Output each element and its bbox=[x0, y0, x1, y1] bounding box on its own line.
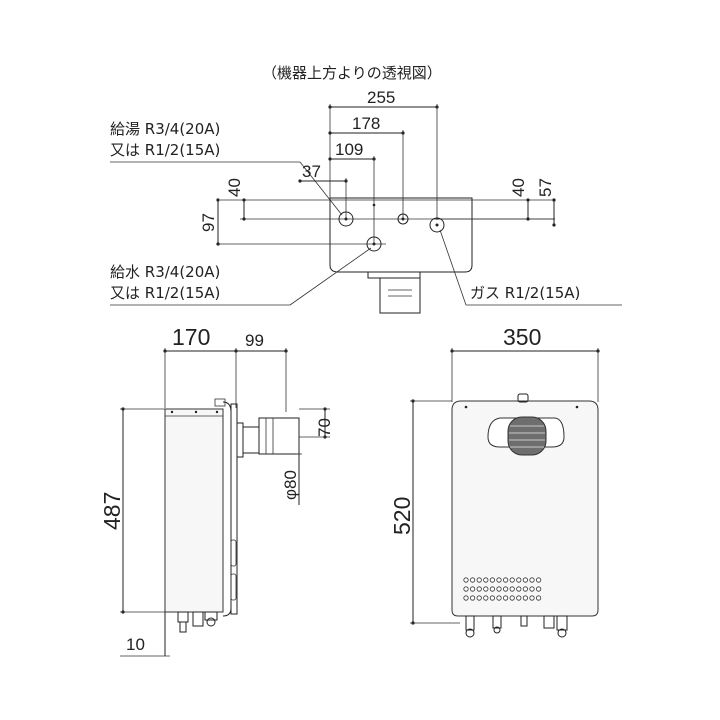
vent-hole bbox=[522, 577, 529, 583]
vent-hole bbox=[535, 595, 542, 601]
vent-hole bbox=[516, 577, 522, 583]
vent-hole bbox=[502, 595, 509, 601]
dim-178: 178 bbox=[352, 114, 380, 133]
side-view: 170 99 487 10 bbox=[99, 324, 334, 657]
dim-40-left: 40 bbox=[225, 178, 244, 197]
gas-label: ガス R1/2(15A) bbox=[470, 284, 580, 302]
top-view-body bbox=[218, 197, 555, 314]
top-view: （機器上方よりの透視図） 255 178 109 37 bbox=[110, 64, 622, 314]
vent-hole bbox=[469, 586, 476, 592]
vent-hole bbox=[522, 595, 529, 601]
side-dim-99: 99 bbox=[245, 331, 264, 350]
dim-37: 37 bbox=[302, 162, 321, 181]
vent-hole bbox=[469, 577, 476, 583]
side-dim-10: 10 bbox=[126, 635, 145, 654]
vent-hole bbox=[496, 586, 502, 592]
side-dim-phi80: φ80 bbox=[281, 470, 300, 500]
vent-hole bbox=[469, 595, 476, 601]
top-view-title: （機器上方よりの透視図） bbox=[262, 64, 442, 82]
front-dim-350: 350 bbox=[503, 324, 541, 350]
front-view: 350 520 bbox=[389, 324, 600, 638]
front-dim-520: 520 bbox=[389, 497, 415, 535]
vent-holes-icon bbox=[463, 577, 542, 601]
vent-hole bbox=[476, 595, 482, 601]
vent-hole bbox=[535, 577, 542, 583]
vent-hole bbox=[529, 595, 535, 601]
vent-hole bbox=[529, 586, 535, 592]
vent-hole bbox=[496, 595, 502, 601]
cold-water-label-1: 給水 R3/4(20A) bbox=[110, 263, 220, 281]
cold-water-label-2: 又は R1/2(15A) bbox=[110, 284, 220, 302]
vent-hole bbox=[489, 595, 495, 601]
top-dim-lines bbox=[298, 104, 439, 265]
side-dim-70: 70 bbox=[315, 418, 334, 437]
vent-hole bbox=[483, 586, 489, 592]
vent-hole bbox=[463, 586, 469, 592]
front-view-body bbox=[451, 393, 599, 638]
vent-hole bbox=[463, 595, 469, 601]
side-dim-170: 170 bbox=[172, 324, 210, 350]
side-dim-487: 487 bbox=[99, 492, 125, 530]
dim-57: 57 bbox=[536, 178, 555, 197]
vent-hole bbox=[535, 586, 542, 592]
front-pipe-fittings bbox=[465, 615, 568, 638]
vent-hole bbox=[496, 577, 502, 583]
vent-hole bbox=[516, 586, 522, 592]
dim-40-right: 40 bbox=[509, 178, 528, 197]
dim-109: 109 bbox=[335, 140, 363, 159]
vent-hole bbox=[529, 577, 535, 583]
vent-hole bbox=[502, 586, 509, 592]
vent-hole bbox=[476, 577, 482, 583]
vent-hole bbox=[489, 577, 495, 583]
dim-255: 255 bbox=[367, 88, 395, 107]
hot-water-label-1: 給湯 R3/4(20A) bbox=[110, 120, 220, 138]
side-view-body bbox=[164, 398, 300, 633]
vent-hole bbox=[516, 595, 522, 601]
vent-hole bbox=[483, 595, 489, 601]
vent-hole bbox=[489, 586, 495, 592]
vent-hole bbox=[509, 577, 515, 583]
hot-water-label-2: 又は R1/2(15A) bbox=[110, 141, 220, 159]
dim-97: 97 bbox=[199, 213, 218, 232]
vent-hole bbox=[509, 595, 515, 601]
vent-hole bbox=[483, 577, 489, 583]
vent-hole bbox=[476, 586, 482, 592]
vent-hole bbox=[502, 577, 509, 583]
pipe-fittings-icon bbox=[177, 611, 218, 633]
vent-hole bbox=[509, 586, 515, 592]
exhaust-vent-icon bbox=[487, 416, 565, 456]
vent-hole bbox=[522, 586, 529, 592]
vent-hole bbox=[463, 577, 469, 583]
